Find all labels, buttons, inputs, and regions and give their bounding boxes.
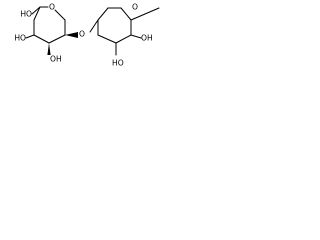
label-o-glycosidic: O: [79, 30, 85, 39]
bond-left-ring-upper-right: [54, 9, 66, 21]
bond-methyl-to-o-2: [144, 7, 160, 15]
bond-right-ring-lower-left: [97, 34, 117, 44]
bond-left-ring-lower-left: [33, 34, 50, 44]
bonds: [25, 6, 160, 56]
atom-labels: HO O HO OH O O HO OH: [14, 3, 152, 68]
bond-right-ring-upper-left: [97, 7, 109, 21]
label-oh-mid-right: OH: [141, 34, 153, 43]
bond-ho-mid-left: [25, 34, 35, 39]
structure-diagram: HO O HO OH O O HO OH: [14, 3, 160, 68]
bond-left-ring-lower-right: [48, 34, 66, 44]
bond-oh-mid-right: [130, 34, 142, 39]
label-ho-bottom-right: HO: [112, 59, 124, 68]
label-o-ring-right: O: [132, 3, 138, 12]
wedge-oh-bottom-left: [47, 43, 51, 55]
bond-right-ring-lower-right: [115, 34, 132, 44]
bond-glycosidic-to-right-ring: [89, 19, 99, 33]
label-o-ring-left: O: [49, 3, 55, 12]
label-oh-bottom-left: OH: [50, 55, 62, 64]
bond-right-ring-upper-right: [120, 7, 132, 21]
bond-ho-top-left: [31, 6, 41, 15]
bond-methyl-to-o-1: [130, 13, 146, 21]
bond-left-ring-upper-left: [33, 6, 41, 21]
label-ho-mid-left: HO: [14, 34, 26, 43]
label-ho-top-left: HO: [20, 10, 32, 19]
wedge-anomeric-to-glycosidic-o: [65, 32, 78, 38]
